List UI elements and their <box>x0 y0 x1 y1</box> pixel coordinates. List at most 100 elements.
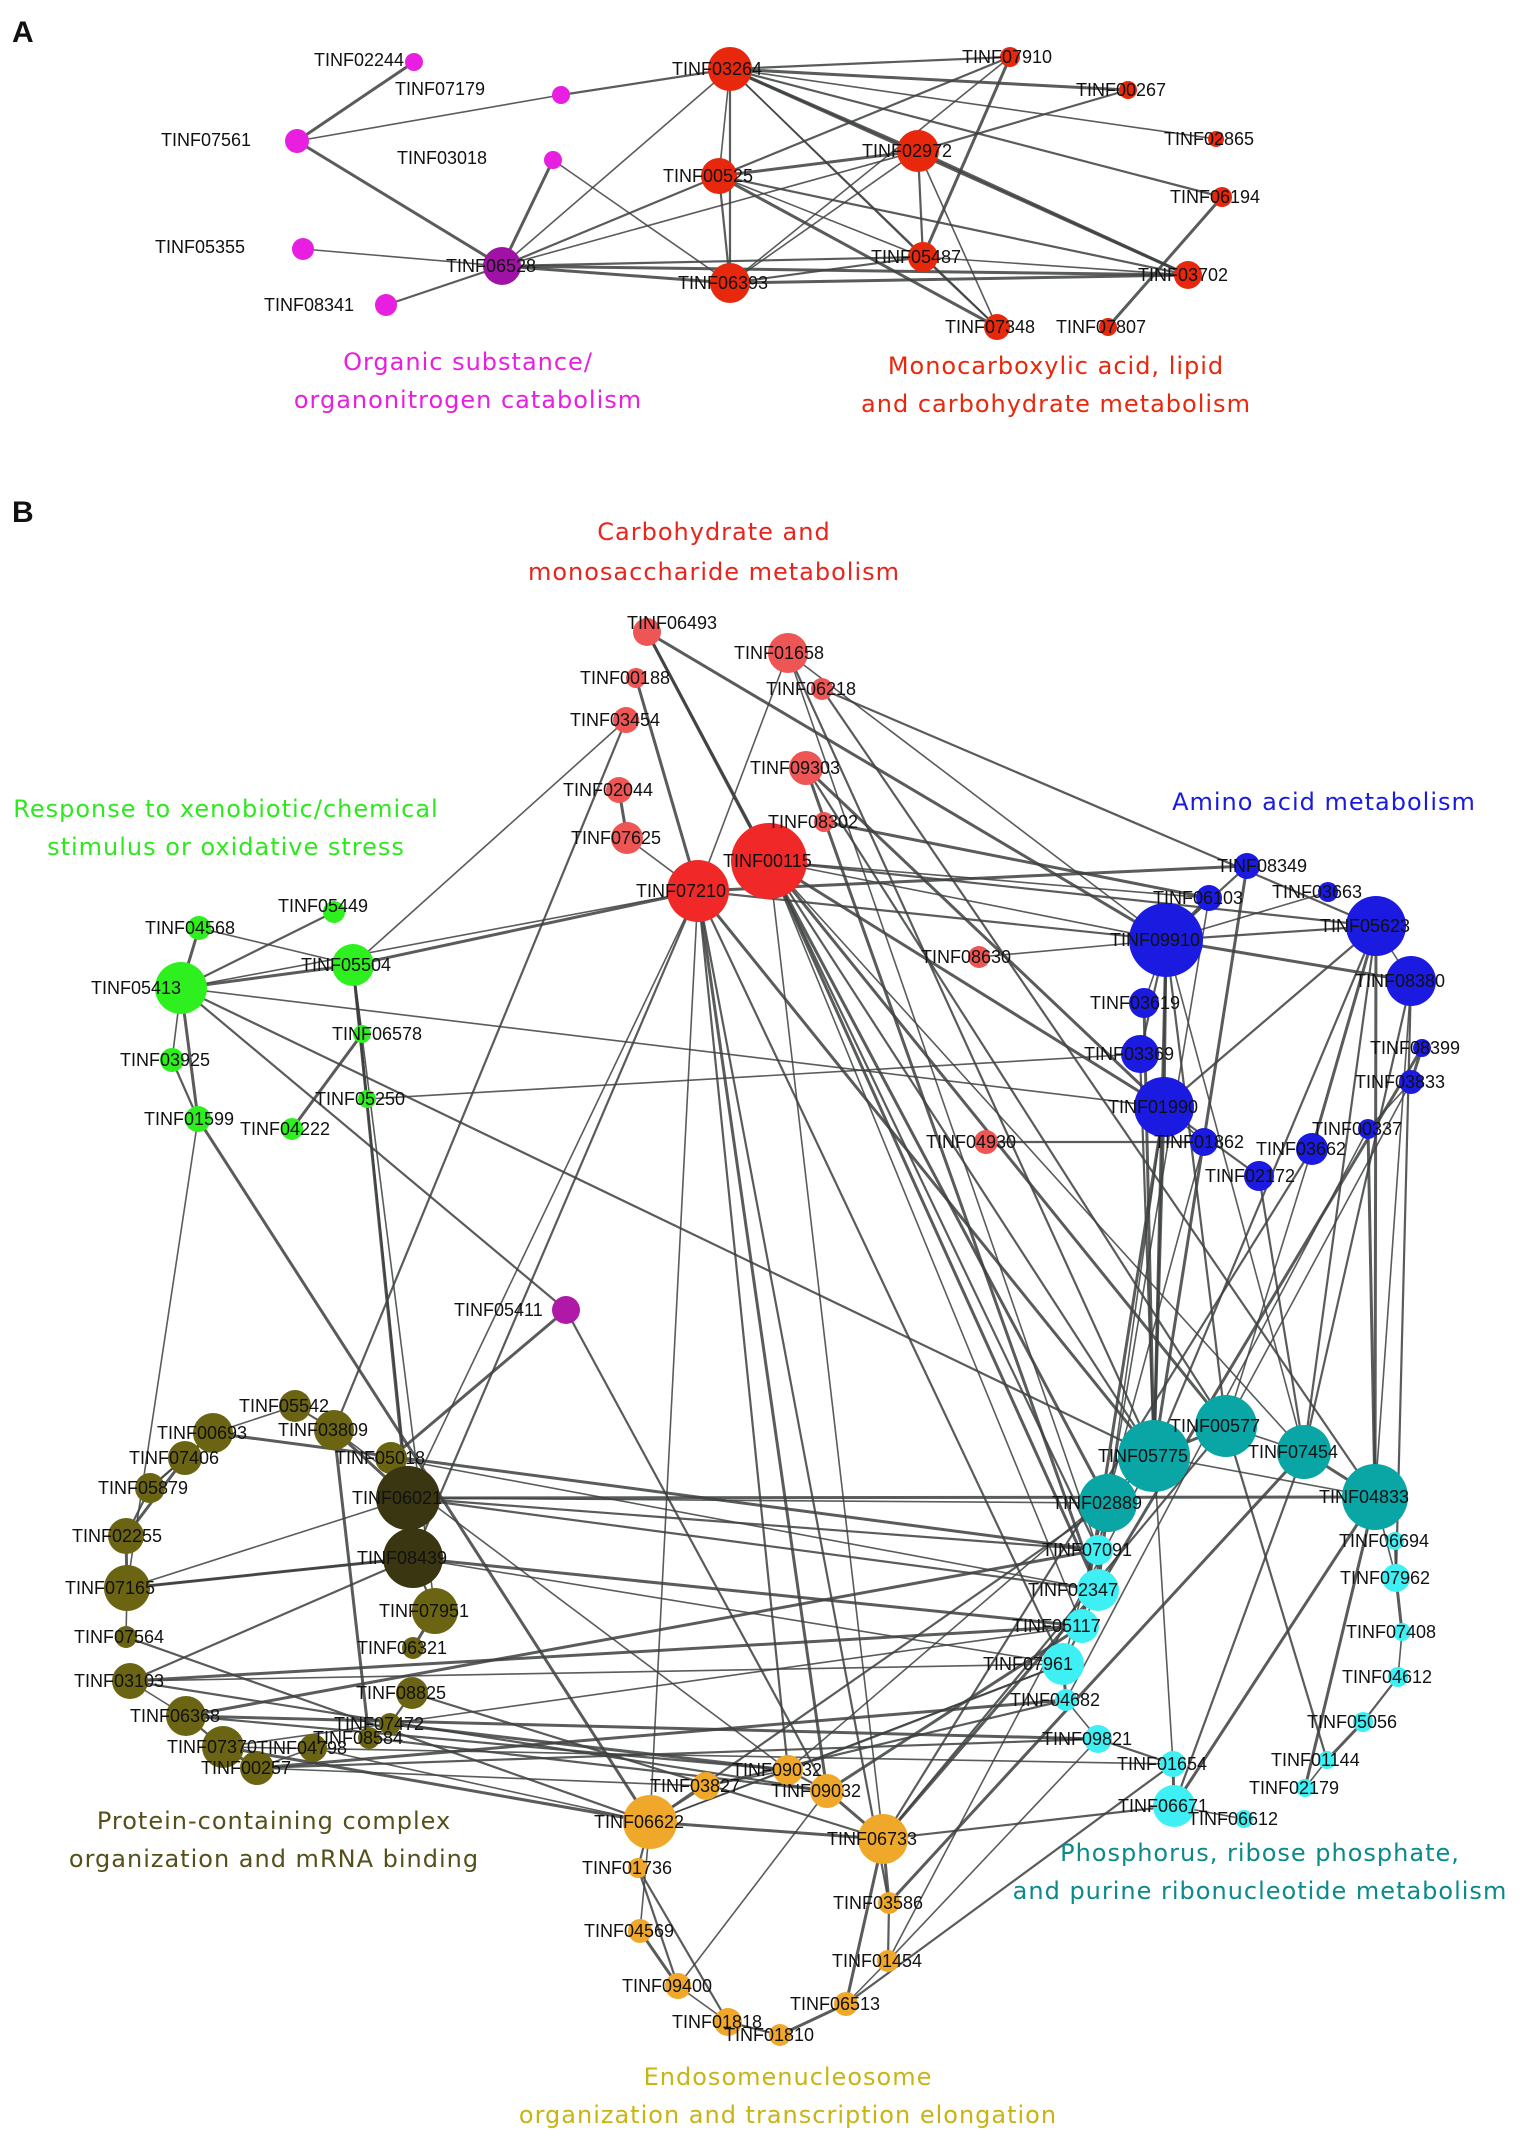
node-tinf05411 <box>552 1296 580 1324</box>
node-tinf09303 <box>789 751 823 785</box>
node-tinf02244 <box>405 53 423 71</box>
network-edge <box>768 859 1377 928</box>
network-edge <box>222 1625 1083 1748</box>
panel-b-nodes: TINF06493TINF01658TINF00188TINF06218TINF… <box>65 613 1460 2046</box>
cluster-label-pink: monosaccharide metabolism <box>528 558 900 586</box>
network-edge <box>1373 925 1378 1498</box>
node-label: TINF05504 <box>301 955 391 975</box>
node-tinf06321 <box>402 1637 424 1659</box>
node-label: TINF03264 <box>672 59 762 79</box>
network-edge <box>718 175 924 258</box>
node-label: TINF00337 <box>1312 1119 1402 1139</box>
network-edge <box>637 1867 729 2023</box>
network-edge <box>1152 1106 1166 1457</box>
network-edge <box>917 88 1129 153</box>
node-label: TINF00257 <box>201 1758 291 1778</box>
network-edge <box>296 60 415 143</box>
network-edge <box>705 1698 1067 1788</box>
network-edge <box>649 890 699 1823</box>
node-tinf01599 <box>185 1106 211 1132</box>
node-tinf05056 <box>1353 1712 1373 1732</box>
node-tinf06612 <box>1235 1810 1253 1828</box>
network-edge <box>779 2002 847 2037</box>
node-tinf03833 <box>1399 1070 1423 1094</box>
node-tinf06513 <box>834 1992 858 2016</box>
node-label: TINF05018 <box>335 1448 425 1468</box>
node-tinf08825 <box>396 1677 428 1709</box>
cluster-label-teal: and purine ribonucleotide metabolism <box>1013 1877 1508 1905</box>
node-label: TINF02865 <box>1164 129 1254 149</box>
node-tinf05355 <box>292 238 314 260</box>
node-tinf03702 <box>1174 261 1202 289</box>
node-label: TINF04833 <box>1319 1487 1409 1507</box>
node-tinf08584 <box>358 1727 380 1749</box>
node-label: TINF07962 <box>1340 1568 1430 1588</box>
network-edge <box>917 150 998 328</box>
node-tinf03369 <box>1121 1035 1159 1073</box>
node-tinf01144 <box>1318 1751 1336 1769</box>
network-edge <box>332 719 628 1431</box>
node-tinf04833 <box>1342 1464 1408 1530</box>
network-edge <box>768 860 884 1840</box>
node-label: TINF05355 <box>155 237 245 257</box>
node-label: TINF02255 <box>72 1526 162 1546</box>
network-edge <box>1153 1455 1174 1765</box>
node-tinf07962 <box>1382 1564 1410 1592</box>
node-tinf06578 <box>353 1025 371 1043</box>
node-label: TINF01654 <box>1117 1754 1207 1774</box>
node-label: TINF07625 <box>571 828 661 848</box>
node-label: TINF05411 <box>454 1300 543 1320</box>
network-edge <box>180 911 335 989</box>
node-label: TINF00115 <box>723 851 812 871</box>
node-label: TINF07370 <box>167 1737 257 1757</box>
node-label: TINF06513 <box>790 1994 880 2014</box>
node-tinf08349 <box>1234 853 1260 879</box>
panel-b-letter: B <box>12 496 34 529</box>
node-label: TINF03809 <box>278 1420 368 1440</box>
node-label: TINF07454 <box>1248 1442 1338 1462</box>
node-tinf06368 <box>166 1696 206 1736</box>
network-edge <box>352 889 699 967</box>
node-label: TINF03833 <box>1355 1072 1445 1092</box>
cluster-label-a-mag: Organic substance/ <box>343 348 593 376</box>
node-tinf04612 <box>1388 1667 1408 1687</box>
node-tinf02889 <box>1079 1474 1137 1532</box>
node-label: TINF03663 <box>1272 882 1362 902</box>
node-tinf05879 <box>135 1473 165 1503</box>
node-label: TINF04569 <box>584 1921 674 1941</box>
network-edge <box>126 1118 199 1589</box>
node-label: TINF07961 <box>983 1654 1073 1674</box>
cluster-label-teal: Phosphorus, ribose phosphate, <box>1060 1839 1460 1867</box>
cluster-label-orange: organization and transcription elongatio… <box>519 2101 1057 2129</box>
node-tinf03018 <box>544 151 562 169</box>
node-tinf06194 <box>1212 187 1232 207</box>
node-label: TINF08341 <box>264 295 354 315</box>
network-edge <box>636 1867 680 1987</box>
node-label: TINF07807 <box>1056 317 1146 337</box>
node-tinf07472 <box>379 1713 401 1735</box>
node-tinf05623 <box>1346 896 1406 956</box>
node-tinf05504 <box>332 944 374 986</box>
network-edge <box>129 1679 828 1793</box>
node-label: TINF07179 <box>395 79 485 99</box>
network-edge <box>180 890 699 989</box>
node-tinf06218 <box>811 678 833 700</box>
node-label: TINF08399 <box>1370 1038 1460 1058</box>
network-edge <box>1165 939 1305 1453</box>
node-tinf08399 <box>1413 1039 1431 1057</box>
node-tinf02255 <box>108 1518 144 1554</box>
node-tinf09910 <box>1129 903 1203 977</box>
network-edge <box>185 1548 1099 1718</box>
node-tinf06622 <box>623 1795 677 1849</box>
network-edge <box>718 174 1189 277</box>
node-tinf07561 <box>285 129 309 153</box>
node-label: TINF09400 <box>622 1976 712 1996</box>
network-edge <box>768 860 1155 1457</box>
network-edge <box>411 1691 884 1841</box>
node-tinf04798 <box>299 1734 327 1762</box>
network-edge <box>646 630 1167 942</box>
network-edge <box>212 1431 1099 1552</box>
node-tinf00188 <box>626 668 646 688</box>
panel-b: B TINF06493TINF01658TINF00188TINF06218TI… <box>12 496 1508 2129</box>
node-tinf01862 <box>1190 1128 1218 1156</box>
